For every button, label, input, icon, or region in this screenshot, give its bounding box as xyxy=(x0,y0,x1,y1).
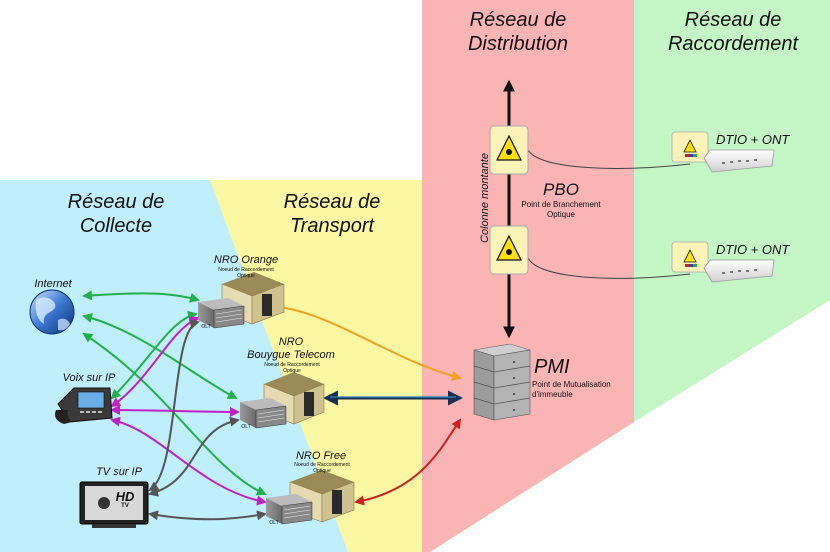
pbo-desc-line2: Optique xyxy=(546,210,576,219)
zone-distribution xyxy=(422,0,634,552)
voip-label: Voix sur IP xyxy=(62,372,116,384)
pbo-lower-box-icon xyxy=(489,225,529,275)
tv-screen-text: HD xyxy=(115,489,135,504)
tv-label: TV sur IP xyxy=(96,466,142,478)
nro-bouygues-label: NRO Bouygue Telecom xyxy=(236,336,346,362)
nro-orange-olt-icon xyxy=(198,298,245,329)
nro-orange-label: NRO Orange xyxy=(213,254,279,266)
pbo-desc-line1: Point de Branchement xyxy=(521,200,601,209)
pmi-desc: Point de Mutualisation d'immeuble xyxy=(532,380,632,400)
zone-transport-title: Réseau de Transport xyxy=(262,190,402,238)
dtio-ont-top-icon xyxy=(671,131,775,173)
link-orange-pmi xyxy=(268,301,462,381)
nro-free-desc: Noeud de Raccordement Optique xyxy=(294,462,350,474)
tv-screen-logo: HD TV xyxy=(110,490,140,510)
pbo-desc: Point de Branchement Optique xyxy=(506,200,616,220)
zone-distribution-title: Réseau de Distribution xyxy=(430,8,606,56)
link-bouygues-pmi xyxy=(323,390,463,406)
pmi-desc-line2: d'immeuble xyxy=(532,390,573,399)
dtio-ont-bottom-icon xyxy=(671,241,775,283)
tv-screen-sub: TV xyxy=(121,503,129,509)
voip-phone-icon xyxy=(55,387,113,424)
links-gray xyxy=(148,319,267,521)
pbo-upper-box-icon xyxy=(489,125,529,175)
dtio-top-label: DTIO + ONT xyxy=(716,132,790,147)
zone-raccordement-title-line1: Réseau de xyxy=(684,9,782,31)
pbo-label: PBO xyxy=(543,180,579,199)
dtio-bottom-label: DTIO + ONT xyxy=(716,242,790,257)
internet-globe-icon xyxy=(29,289,75,335)
colonne-montante-label: Colonne montante xyxy=(479,153,491,243)
nro-bouygues-desc: Noeud de Raccordement Optique xyxy=(264,362,320,374)
nro-free-label: NRO Free xyxy=(295,450,347,462)
zone-transport-title-line2: Transport xyxy=(289,215,375,237)
nro-free-olt-label: OLT xyxy=(269,520,279,526)
nro-orange-desc: Noeud de Raccordement Optique xyxy=(218,267,274,279)
nro-free-olt-icon xyxy=(266,494,313,525)
zone-collecte-title-line2: Collecte xyxy=(79,215,153,237)
zone-distribution-title-line2: Distribution xyxy=(467,33,569,55)
internet-label: Internet xyxy=(34,278,72,290)
nro-bouygues-label-line1: NRO xyxy=(278,336,304,348)
zone-transport-title-line1: Réseau de xyxy=(283,191,381,213)
zone-raccordement-title: Réseau de Raccordement xyxy=(640,8,826,56)
nro-orange-olt-label: OLT xyxy=(201,324,211,330)
zone-distribution-title-line1: Réseau de xyxy=(469,9,567,31)
zone-collecte-title: Réseau de Collecte xyxy=(46,190,186,238)
links-pbo-dtio xyxy=(527,149,691,279)
zone-raccordement xyxy=(634,0,830,422)
nro-bouygues-olt-label: OLT xyxy=(241,424,251,430)
nro-bouygues-olt-icon xyxy=(240,398,287,429)
pmi-cabinet-icon xyxy=(473,343,531,421)
pmi-desc-line1: Point de Mutualisation xyxy=(532,380,611,389)
nro-bouygues-label-line2: Bouygue Telecom xyxy=(247,349,335,361)
zone-collecte-title-line1: Réseau de xyxy=(67,191,165,213)
link-free-pmi xyxy=(354,418,462,506)
pmi-label: PMI xyxy=(534,356,570,378)
tv-icon xyxy=(79,481,149,528)
zone-raccordement-title-line2: Raccordement xyxy=(667,33,799,55)
